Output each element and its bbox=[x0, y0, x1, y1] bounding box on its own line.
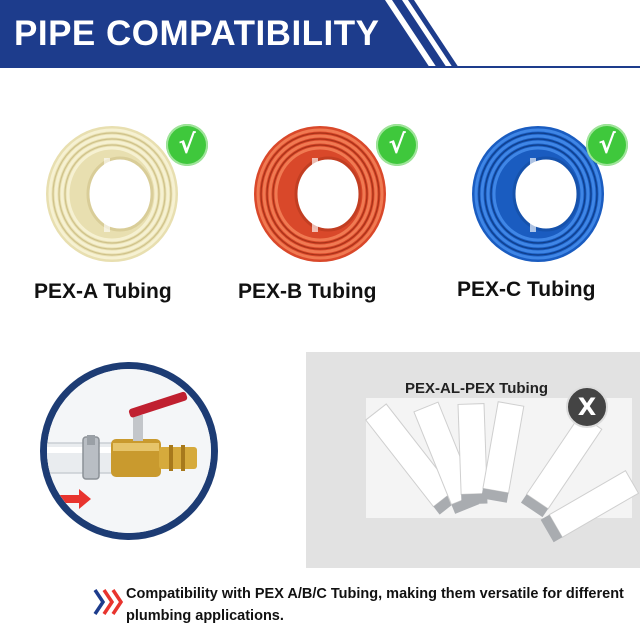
pex-al-pex-label: PEX-AL-PEX Tubing bbox=[405, 380, 549, 397]
pex-a-coil-image bbox=[46, 126, 178, 262]
valve-illustration bbox=[47, 369, 211, 533]
x-icon: X bbox=[566, 386, 608, 428]
pex-a-label: PEX-A Tubing bbox=[34, 280, 172, 303]
pex-b-label: PEX-B Tubing bbox=[238, 280, 377, 303]
page-title: PIPE COMPATIBILITY bbox=[14, 14, 380, 53]
check-icon: √ bbox=[586, 124, 628, 166]
description-text: Compatibility with PEX A/B/C Tubing, mak… bbox=[126, 586, 624, 624]
header-background bbox=[0, 0, 640, 68]
pex-b-coil-image bbox=[254, 126, 386, 262]
chevron-arrows-icon bbox=[93, 589, 123, 615]
check-icon: √ bbox=[376, 124, 418, 166]
check-icon: √ bbox=[166, 124, 208, 166]
valve-photo bbox=[40, 362, 218, 540]
pex-c-coil-image bbox=[472, 126, 604, 262]
header-banner: PIPE COMPATIBILITY bbox=[0, 0, 640, 68]
pex-al-pex-panel bbox=[306, 352, 640, 568]
pex-c-label: PEX-C Tubing bbox=[457, 278, 596, 301]
